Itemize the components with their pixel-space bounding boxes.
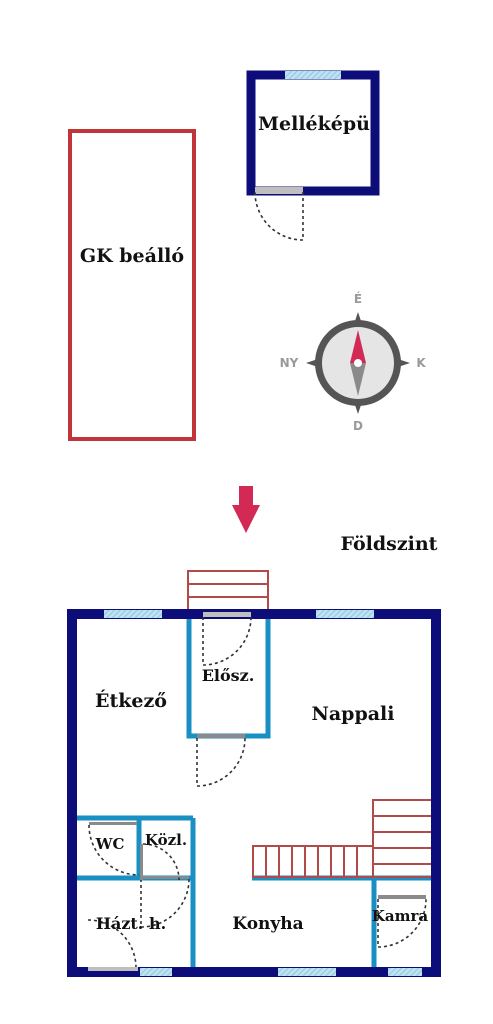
window-outbuilding — [285, 71, 341, 79]
compass-icon: É D NY K — [280, 291, 427, 433]
outbuilding-label: Melléképület — [258, 113, 398, 135]
main-house-walls — [67, 609, 441, 977]
door-outbuilding — [255, 187, 303, 194]
door-swing-outbuilding — [254, 191, 304, 241]
room-label-living: Nappali — [312, 703, 395, 725]
doors — [87, 612, 427, 971]
room-label-pantry: Kamra — [372, 907, 429, 925]
compass-east-label: K — [416, 356, 426, 370]
room-label-utility: Házt. h. — [96, 914, 166, 933]
stairs-horizontal — [252, 845, 374, 878]
compass-south-label: D — [353, 419, 363, 433]
room-label-wc: WC — [95, 835, 125, 853]
stairs-vertical — [372, 799, 433, 878]
room-label-corridor: Közl. — [145, 831, 187, 849]
room-label-kitchen: Konyha — [232, 914, 303, 934]
floor-title: Földszint — [341, 533, 438, 555]
parking-area — [68, 129, 196, 441]
room-label-hall: Elősz. — [202, 666, 255, 685]
compass-north-label: É — [354, 291, 362, 306]
outbuilding: Melléképület — [246, 70, 398, 241]
arrow-down-icon — [232, 486, 260, 533]
compass-west-label: NY — [280, 356, 299, 370]
windows — [104, 610, 422, 976]
entrance-stairs — [187, 570, 269, 612]
parking-label: GK beálló — [80, 245, 184, 267]
room-label-dining: Étkező — [95, 689, 167, 712]
